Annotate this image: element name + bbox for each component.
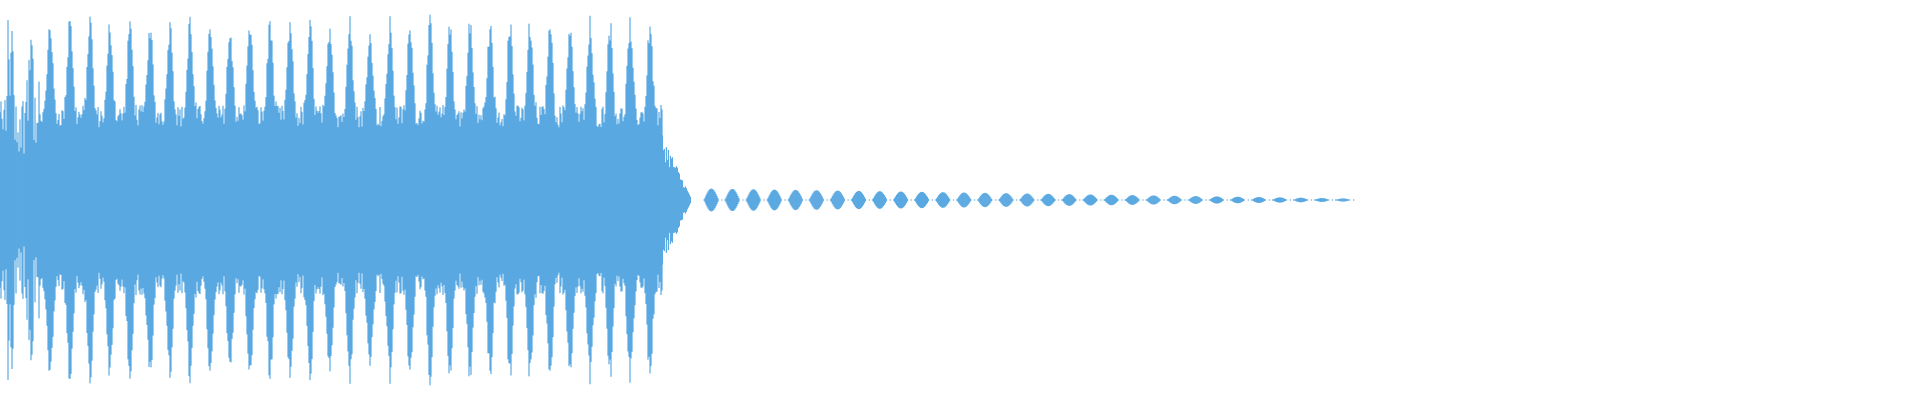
waveform-bars	[0, 14, 1355, 386]
